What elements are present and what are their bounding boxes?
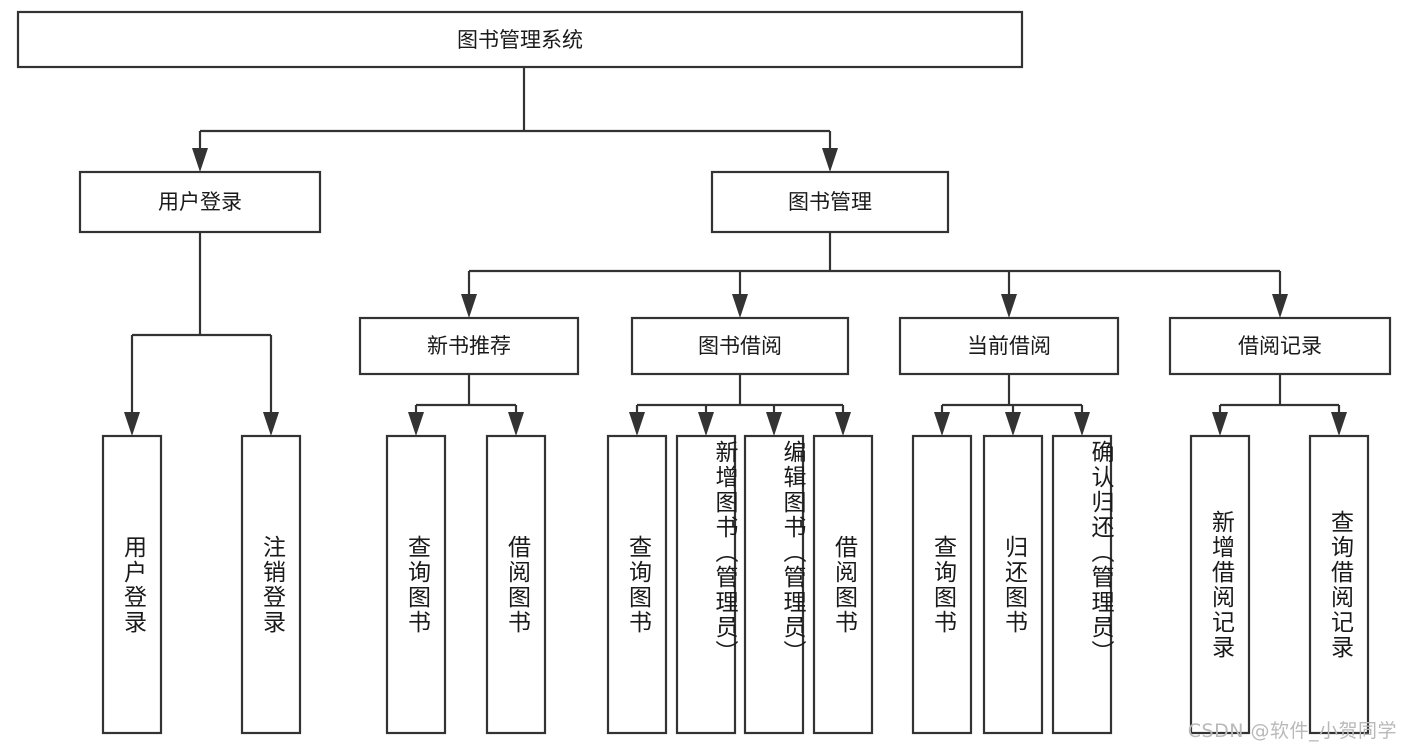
leaf-box-user-login[interactable]: [101, 434, 163, 735]
leaf-box-borrow-book-2[interactable]: [812, 434, 874, 735]
arrow-head-leaf-return-book: [1005, 412, 1021, 436]
leaf-box-edit-book[interactable]: [743, 434, 805, 735]
connector-new-book-rec-to-leaves: [408, 374, 524, 436]
arrow-head-leaf-borrow-book-1: [508, 412, 524, 436]
node-book-manage-box[interactable]: [710, 170, 950, 234]
arrow-head-leaf-edit-book: [766, 412, 782, 436]
node-current-borrow[interactable]: 当前借阅: [898, 316, 1120, 376]
arrow-head-leaf-user-login: [124, 412, 140, 436]
node-book-manage-label: 图书管理: [788, 190, 872, 214]
arrow-head-leaf-user-logout: [263, 412, 279, 436]
node-user-login[interactable]: 用户登录: [78, 170, 322, 234]
leaf-box-query-book-3[interactable]: [911, 434, 973, 735]
node-root[interactable]: 图书管理系统: [16, 10, 1024, 69]
node-book-borrow[interactable]: 图书借阅: [630, 316, 850, 376]
arrow-head-book-manage: [822, 148, 838, 172]
node-book-manage[interactable]: 图书管理: [710, 170, 950, 234]
node-root-box[interactable]: [16, 10, 1024, 69]
node-current-borrow-box[interactable]: [898, 316, 1120, 376]
node-root-label: 图书管理系统: [457, 28, 583, 52]
node-borrow-record-label: 借阅记录: [1238, 334, 1322, 358]
arrow-head-leaf-query-book-3: [934, 412, 950, 436]
arrow-head-user-login: [192, 148, 208, 172]
arrow-head-leaf-add-record: [1212, 412, 1228, 436]
connector-borrow-record-to-leaves: [1212, 374, 1347, 436]
leaf-box-add-record[interactable]: [1189, 434, 1251, 735]
leaf-box-query-record[interactable]: [1308, 434, 1370, 735]
arrow-head-leaf-query-book-2: [629, 412, 645, 436]
leaf-box-user-logout[interactable]: [240, 434, 302, 735]
arrow-head-leaf-borrow-book-2: [835, 412, 851, 436]
leaf-box-query-book-1[interactable]: [385, 434, 447, 735]
arrow-head-leaf-query-record: [1331, 412, 1347, 436]
connector-book-borrow-to-leaves: [629, 374, 851, 436]
connector-book-manage-to-level3: [461, 232, 1288, 318]
connector-current-borrow-to-leaves: [934, 374, 1090, 436]
connector-user-login-to-leaves: [124, 232, 279, 436]
arrow-head-new-book-rec: [461, 294, 477, 318]
node-book-borrow-box[interactable]: [630, 316, 850, 376]
node-book-borrow-label: 图书借阅: [698, 334, 782, 358]
node-borrow-record-box[interactable]: [1168, 316, 1392, 376]
leaf-boxes: [101, 434, 1370, 735]
node-user-login-label: 用户登录: [158, 190, 242, 214]
arrow-head-borrow-record: [1272, 294, 1288, 318]
node-borrow-record[interactable]: 借阅记录: [1168, 316, 1392, 376]
leaf-box-query-book-2[interactable]: [606, 434, 668, 735]
node-new-book-rec-box[interactable]: [358, 316, 580, 376]
leaf-box-add-book[interactable]: [675, 434, 737, 735]
leaf-box-return-book[interactable]: [982, 434, 1044, 735]
arrow-head-leaf-add-book: [698, 412, 714, 436]
node-new-book-rec-label: 新书推荐: [427, 334, 511, 358]
arrow-head-leaf-confirm-return: [1074, 412, 1090, 436]
leaf-box-borrow-book-1[interactable]: [485, 434, 547, 735]
arrow-head-current-borrow: [1001, 294, 1017, 318]
arrow-head-book-borrow: [732, 294, 748, 318]
node-current-borrow-label: 当前借阅: [967, 334, 1051, 358]
node-new-book-rec[interactable]: 新书推荐: [358, 316, 580, 376]
leaf-box-confirm-return[interactable]: [1051, 434, 1113, 735]
arrow-head-leaf-query-book-1: [408, 412, 424, 436]
watermark-text: CSDN @软件_小贺同学: [1187, 720, 1397, 742]
connector-root-to-level2: [192, 67, 838, 172]
